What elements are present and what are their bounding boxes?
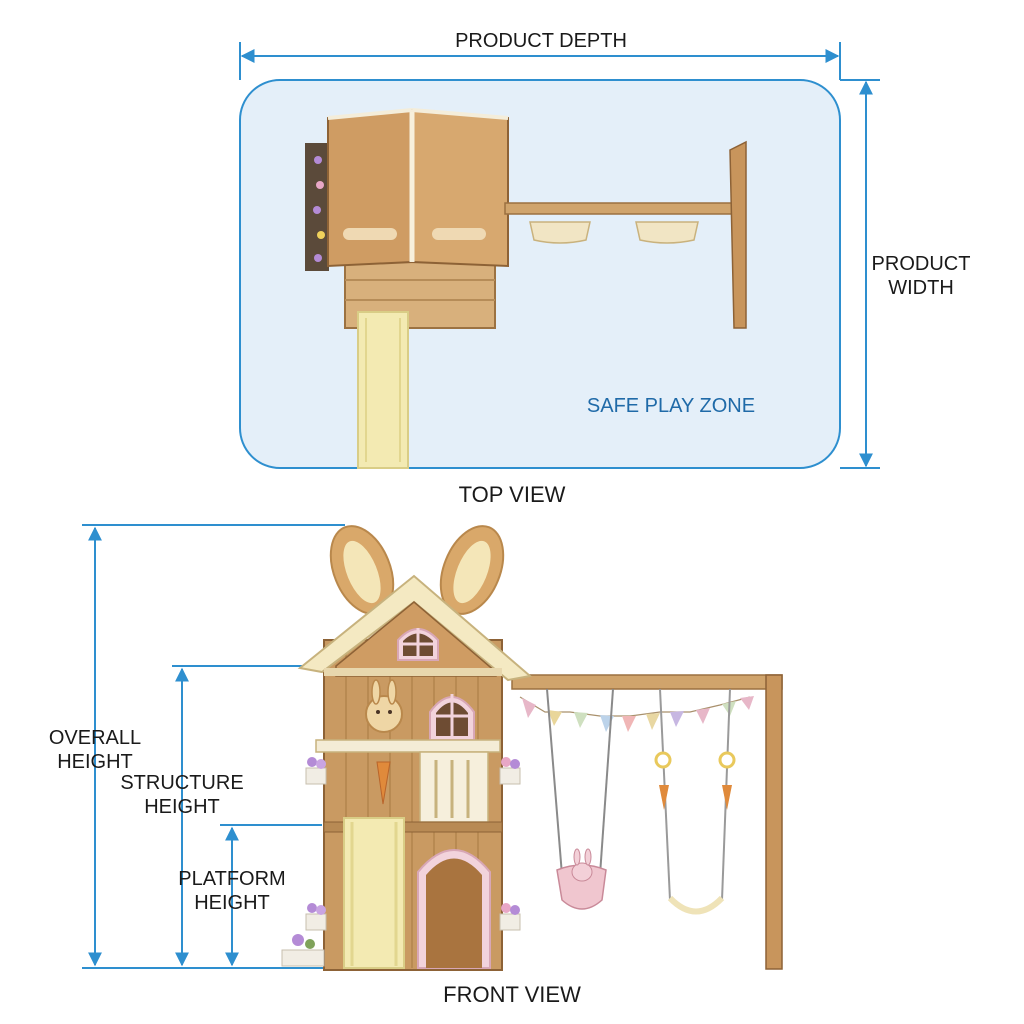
- structure-height-label-line2: HEIGHT: [144, 796, 220, 818]
- front-view-caption: FRONT VIEW: [443, 982, 581, 1007]
- roof-right-panel: [411, 108, 509, 268]
- structure-height-label-line1: STRUCTURE: [120, 772, 243, 794]
- toddler-swing-chain-right: [599, 688, 614, 876]
- flower-box-lower-right: [499, 913, 521, 931]
- ground-planter: [281, 949, 325, 967]
- swing-beam: [511, 674, 783, 690]
- ear-top-left: [343, 228, 397, 240]
- product-width-label-line1: PRODUCT: [872, 253, 971, 275]
- belt-swing-seat: [667, 895, 725, 915]
- flower-box-lower-left: [305, 913, 327, 931]
- flower-box-upper-right: [499, 767, 521, 785]
- product-depth-label: PRODUCT DEPTH: [455, 30, 627, 52]
- slide-front: [343, 817, 405, 969]
- playhouse-roof: [297, 574, 533, 682]
- playhouse-front: [281, 525, 533, 971]
- daisy-decoration-left: [654, 751, 672, 769]
- platform-height-label-line2: HEIGHT: [194, 892, 270, 914]
- product-width-label-line2: WIDTH: [888, 277, 954, 299]
- platform-height-label-line1: PLATFORM: [178, 868, 285, 890]
- roof-left-panel: [327, 108, 413, 268]
- swing-seat-top-1: [529, 221, 591, 244]
- carrot-decoration-right: [722, 785, 732, 810]
- swing-beam-top: [504, 202, 736, 215]
- balcony-rail: [315, 739, 501, 753]
- overall-height-label-line1: OVERALL: [49, 727, 141, 749]
- swing-frame-front: [511, 674, 783, 970]
- ear-top-right: [432, 228, 486, 240]
- swing-seat-top-2: [635, 221, 699, 244]
- top-view-caption: TOP VIEW: [459, 482, 566, 507]
- carrot-decoration-left: [659, 785, 669, 810]
- swing-a-frame-top: [729, 140, 747, 329]
- swing-frame-top-view: [504, 140, 747, 329]
- front-view: OVERALL HEIGHT STRUCTURE HEIGHT PLATFORM…: [49, 524, 783, 1007]
- carrot-decoration-house: [376, 761, 391, 805]
- safe-play-zone-label: SAFE PLAY ZONE: [587, 395, 755, 417]
- toddler-bucket-seat: [556, 864, 607, 910]
- overall-height-label-line2: HEIGHT: [57, 751, 133, 773]
- daisy-decoration-right: [718, 751, 736, 769]
- balcony-railing-panel: [419, 751, 489, 823]
- toddler-swing-chain-left: [546, 688, 563, 876]
- swing-post: [765, 674, 783, 970]
- bunny-face-plaque: [365, 695, 403, 733]
- flower-box-upper-left: [305, 767, 327, 785]
- playhouse-top-view: [305, 108, 509, 469]
- top-view: PRODUCT DEPTH PRODUCT WIDTH: [239, 30, 971, 507]
